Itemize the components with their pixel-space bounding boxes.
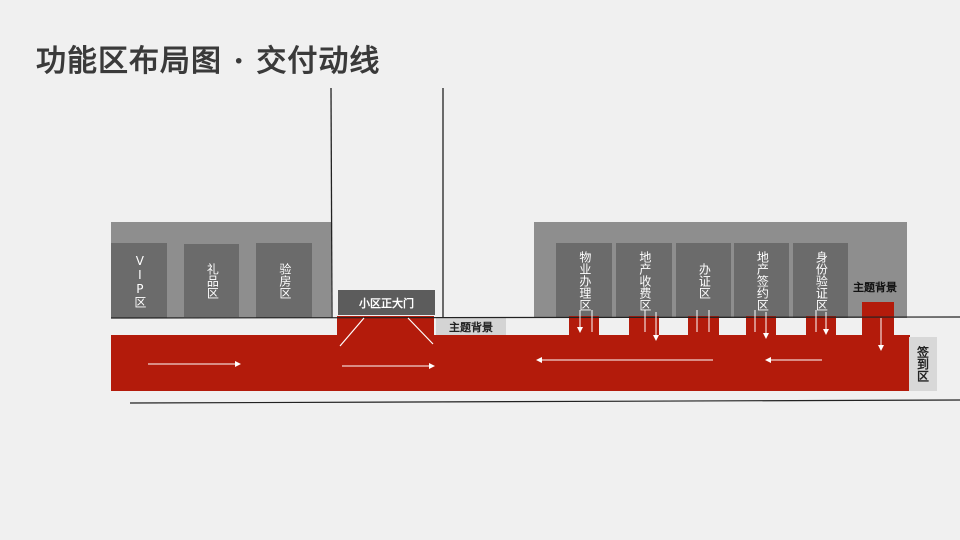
gate-diagonal-left: [339, 317, 365, 347]
connector-contract: [746, 316, 776, 336]
booth-arrows: [577, 310, 884, 351]
road-line-top: [110, 316, 960, 319]
booth-property-service: 物业办理区: [556, 243, 612, 318]
booth-certificate: 办证区: [676, 243, 731, 318]
booth-contract: 地产签约区: [734, 243, 789, 318]
connector-certificate: [688, 316, 719, 336]
theme-backdrop-right: 主题背景: [853, 281, 897, 294]
signin-label: 签到区: [915, 346, 930, 382]
theme-backdrop-left: 主题背景: [436, 318, 506, 335]
booth-id-verification: 身份验证区: [793, 243, 848, 318]
road-line-left: [330, 87, 333, 319]
booth-gift: 礼品区: [184, 244, 239, 317]
booth-inspection: 验房区: [256, 243, 312, 318]
connector-theme: [862, 302, 894, 336]
signin-area: 签到区: [909, 337, 937, 391]
booth-vip: VIP区: [111, 243, 167, 318]
main-gate: 小区正大门: [338, 290, 435, 315]
gate-diagonal-right: [407, 317, 434, 345]
road-line-bottom: [129, 399, 960, 404]
route-main-band: [111, 335, 910, 391]
connector-payment: [629, 316, 659, 336]
booth-payment: 地产收费区: [616, 243, 672, 318]
page-title: 功能区布局图 · 交付动线: [36, 44, 381, 79]
